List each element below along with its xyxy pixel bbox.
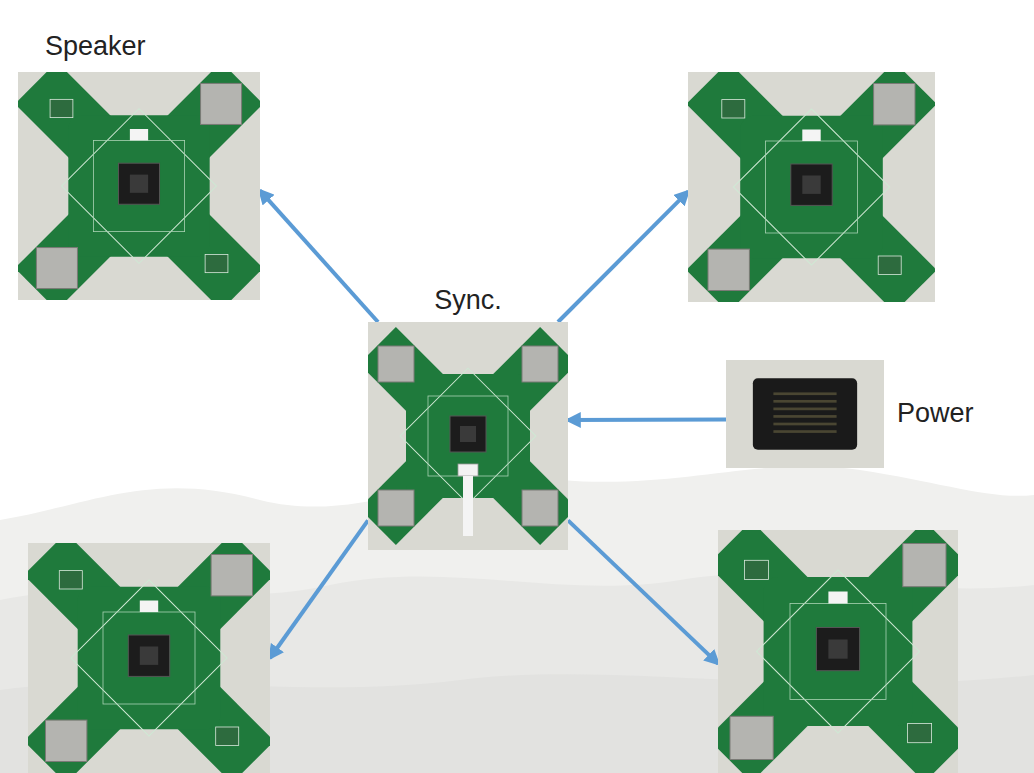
rj45-port	[378, 490, 414, 526]
rj45-port	[730, 716, 773, 759]
rj45-port	[378, 346, 414, 382]
rj45-port	[522, 346, 558, 382]
pcb-body	[68, 115, 209, 256]
adapter-print	[773, 430, 836, 433]
pcb-body	[78, 587, 221, 730]
silkscreen-outline	[103, 612, 195, 704]
adapter-print	[773, 415, 836, 418]
power-module	[450, 416, 486, 452]
rj45-port	[708, 249, 749, 290]
pcb-board	[368, 327, 568, 545]
module-chip	[130, 175, 148, 193]
small-connector	[908, 724, 932, 743]
adapter-print	[773, 400, 836, 403]
cable-plug	[458, 464, 478, 476]
power-module	[128, 635, 169, 676]
small-connector	[50, 99, 73, 117]
board-photo	[28, 543, 270, 773]
sync-board: Sync.	[368, 322, 568, 550]
small-connector	[205, 254, 228, 272]
board-photo	[688, 72, 935, 302]
white-header	[130, 129, 148, 140]
power-module	[118, 163, 159, 204]
board-photo	[718, 530, 958, 773]
module-chip	[460, 426, 476, 442]
silkscreen-outline	[71, 580, 227, 736]
power-module	[816, 628, 859, 671]
silkscreen-outline	[790, 604, 886, 700]
white-header	[802, 130, 820, 142]
adapter-print	[773, 423, 836, 426]
silkscreen-outline	[766, 141, 858, 233]
arrow-connector	[260, 191, 378, 322]
adapter-print	[773, 392, 836, 395]
board-photo	[726, 360, 884, 468]
board-photo	[18, 72, 260, 300]
power-module	[791, 164, 832, 205]
photo-ground	[368, 322, 568, 550]
photo-ground	[688, 72, 935, 302]
silkscreen-outline	[62, 109, 217, 264]
arrow-connector	[568, 520, 718, 663]
silkscreen-outline	[733, 109, 889, 265]
module-chip	[802, 176, 820, 194]
silkscreen-outline	[428, 396, 508, 476]
rj45-port	[36, 248, 77, 289]
rj45-port	[903, 544, 946, 587]
power-cable	[463, 476, 473, 536]
pcb-board	[28, 543, 270, 773]
pcb-body	[740, 116, 883, 259]
node-label: Power	[897, 398, 974, 429]
node-label: Speaker	[45, 31, 146, 62]
power-adapter: Power	[726, 360, 884, 468]
small-connector	[878, 256, 901, 274]
small-connector	[722, 100, 745, 118]
white-header	[828, 592, 847, 604]
white-header	[140, 601, 158, 613]
speaker-board	[28, 543, 270, 773]
rj45-port	[201, 83, 242, 124]
pcb-board	[18, 72, 260, 300]
board-photo	[368, 322, 568, 550]
pcb-board	[688, 72, 935, 302]
photo-ground	[718, 530, 958, 773]
arrow-connector	[270, 520, 368, 658]
rj45-port	[46, 720, 87, 761]
rj45-port	[522, 490, 558, 526]
arrow-connector	[558, 192, 688, 322]
small-connector	[744, 560, 768, 579]
small-connector	[216, 727, 239, 745]
silkscreen-outline	[93, 140, 184, 231]
photo-ground	[726, 360, 884, 468]
speaker-board	[688, 72, 935, 302]
rj45-port	[874, 84, 915, 125]
speaker-board: Speaker	[18, 72, 260, 300]
adapter-print	[773, 408, 836, 411]
module-chip	[140, 647, 158, 665]
photo-ground	[28, 543, 270, 773]
photo-ground	[18, 72, 260, 300]
pcb-board	[718, 530, 958, 773]
small-connector	[59, 571, 82, 589]
adapter-body	[753, 378, 857, 449]
speaker-board	[718, 530, 958, 773]
arrow-connector	[568, 417, 726, 422]
silkscreen-outline	[757, 570, 920, 733]
pcb-body	[764, 577, 913, 726]
module-chip	[828, 640, 847, 659]
rj45-port	[211, 555, 252, 596]
node-label: Sync.	[434, 285, 502, 316]
